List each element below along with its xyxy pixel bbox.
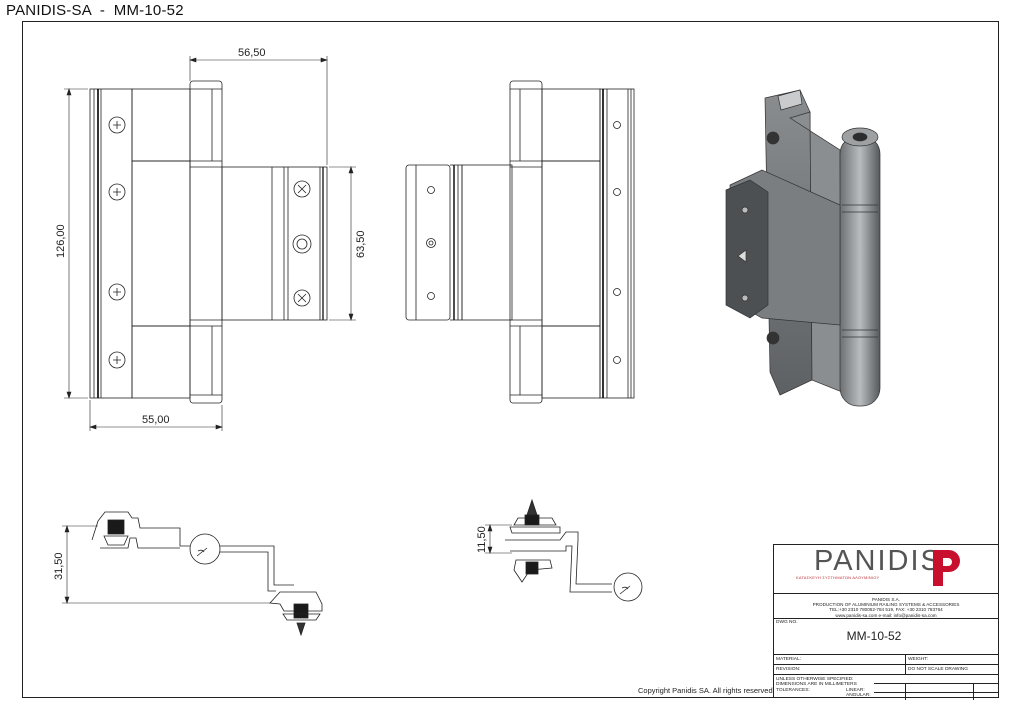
scale-note: DO NOT SCALE DRAWING xyxy=(908,667,968,672)
panidis-logo-icon xyxy=(933,550,960,586)
title-block-dwg-row: DWG NO. MM-10-52 xyxy=(774,618,998,654)
title-block: PANIDIS ΚΑΤΑΣΚΕΥΗ ΣΥΣΤΗΜΑΤΩΝ ΑΛΟΥΜΙΝΙΟΥ … xyxy=(773,544,999,700)
dimension-labels: 56,50 126,00 63,50 55,00 31,50 11,50 xyxy=(53,47,488,580)
dim-section-right: 11,50 xyxy=(476,526,488,553)
tolerances-label: TOLERANCES: xyxy=(776,688,810,693)
title-block-logo-row: PANIDIS ΚΑΤΑΣΚΕΥΗ ΣΥΣΤΗΜΑΤΩΝ ΑΛΟΥΜΙΝΙΟΥ xyxy=(774,545,998,593)
title-block-material-row: MATERIAL: WEIGHT: xyxy=(774,654,998,664)
company-phone: TEL:+30 2310 780052-784 519, FAX: +30 23… xyxy=(829,607,943,613)
dim-width-top: 56,50 xyxy=(238,47,266,59)
dim-leaf-height: 63,50 xyxy=(355,230,367,258)
title-block-revision-row: REVISION: DO NOT SCALE DRAWING xyxy=(774,664,998,674)
company-web: www.panidis-sa.com e-mail: info@panidis-… xyxy=(835,612,937,618)
header-drawing-code: MM-10-52 xyxy=(113,2,184,19)
header-company: PANIDIS-SA xyxy=(6,2,92,19)
dim-section-left: 31,50 xyxy=(53,552,65,580)
company-info: PANIDIS S.A. PRODUCTION OF ALUMINIUM RAI… xyxy=(774,597,998,618)
drawing-frame xyxy=(22,21,999,698)
screw-holes-front xyxy=(108,116,312,369)
title-block-company-row: PANIDIS S.A. PRODUCTION OF ALUMINIUM RAI… xyxy=(774,593,998,618)
isometric-view xyxy=(725,89,881,407)
dwg-no-label: DWG NO. xyxy=(776,620,798,625)
company-activity: PRODUCTION OF ALUMINIUM RAILING SYSTEMS … xyxy=(812,602,960,608)
title-block-tolerance-row: UNLESS OTHERWISE SPECIFIED: DIMENSIONS A… xyxy=(774,674,999,700)
company-name: PANIDIS S.A. xyxy=(872,597,900,602)
copyright-notice: Copyright Panidis SA. All rights reserve… xyxy=(638,686,775,695)
front-view xyxy=(89,80,328,404)
weight-label: WEIGHT: xyxy=(908,657,928,662)
back-view xyxy=(405,80,635,404)
linear-label: LINEAR: xyxy=(846,688,865,693)
header-separator: - xyxy=(99,2,106,19)
angular-label: ANGULAR: xyxy=(846,693,871,698)
material-label: MATERIAL: xyxy=(776,657,801,662)
revision-label: REVISION: xyxy=(776,667,801,672)
dwg-no-value: MM-10-52 xyxy=(846,629,902,643)
dim-width-bottom: 55,00 xyxy=(142,414,170,426)
section-view-left xyxy=(91,511,323,637)
dim-height-total: 126,00 xyxy=(55,224,67,258)
dimension-lines xyxy=(62,56,512,604)
logo-tagline: ΚΑΤΑΣΚΕΥΗ ΣΥΣΤΗΜΑΤΩΝ ΑΛΟΥΜΙΝΙΟΥ xyxy=(796,575,880,580)
logo-wordmark: PANIDIS xyxy=(814,545,942,577)
section-view-right xyxy=(505,498,643,602)
drawing-header: PANIDIS-SA - MM-10-52 xyxy=(6,2,184,19)
unless-label: UNLESS OTHERWISE SPECIFIED: xyxy=(776,677,854,682)
units-label: DIMENSIONS ARE IN MILLIMETERS xyxy=(776,682,857,687)
